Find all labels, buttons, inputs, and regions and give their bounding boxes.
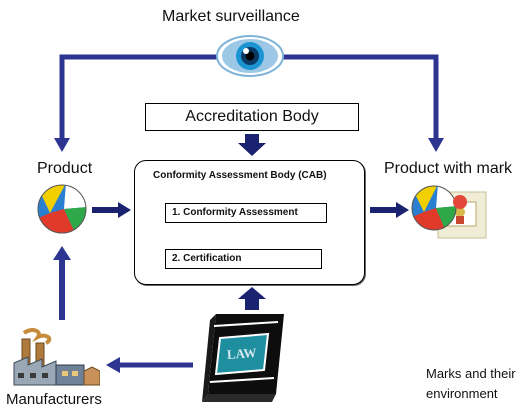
certification-box: 2. Certification xyxy=(165,249,322,269)
arrow-surveillance-to-product xyxy=(59,54,218,140)
arrowhead-to-product xyxy=(54,138,70,152)
accreditation-body-box: Accreditation Body xyxy=(145,103,359,131)
manufacturers-label: Manufacturers xyxy=(6,391,102,408)
factory-icon xyxy=(13,328,100,386)
law-book-title: LAW xyxy=(226,345,257,362)
product-label: Product xyxy=(37,160,93,177)
arrow-surveillance-to-product-with-mark xyxy=(283,54,439,140)
block-arrow-accreditation-to-cab xyxy=(238,134,266,156)
law-book-icon: LAW xyxy=(202,314,284,402)
arrowhead-to-product-with-mark xyxy=(428,138,444,152)
cab-title: Conformity Assessment Body (CAB) xyxy=(153,170,327,181)
block-arrow-law-to-cab xyxy=(238,287,266,310)
market-surveillance-label: Market surveillance xyxy=(162,8,300,25)
product-with-mark-label: Product with mark xyxy=(384,160,513,177)
eye-icon xyxy=(216,35,284,77)
conformity-assessment-box: 1. Conformity Assessment xyxy=(165,203,327,223)
figure-caption: Marks and their environment xyxy=(426,366,516,401)
marked-product-icon xyxy=(411,185,487,239)
arrowhead-manufacturers-to-product xyxy=(53,246,71,260)
accreditation-body-label: Accreditation Body xyxy=(185,108,319,125)
arrow-cab-to-product-with-mark xyxy=(370,202,409,218)
arrow-product-to-cab xyxy=(92,202,131,218)
product-ball-icon xyxy=(37,184,87,234)
arrowhead-to-manufacturers xyxy=(106,357,120,373)
